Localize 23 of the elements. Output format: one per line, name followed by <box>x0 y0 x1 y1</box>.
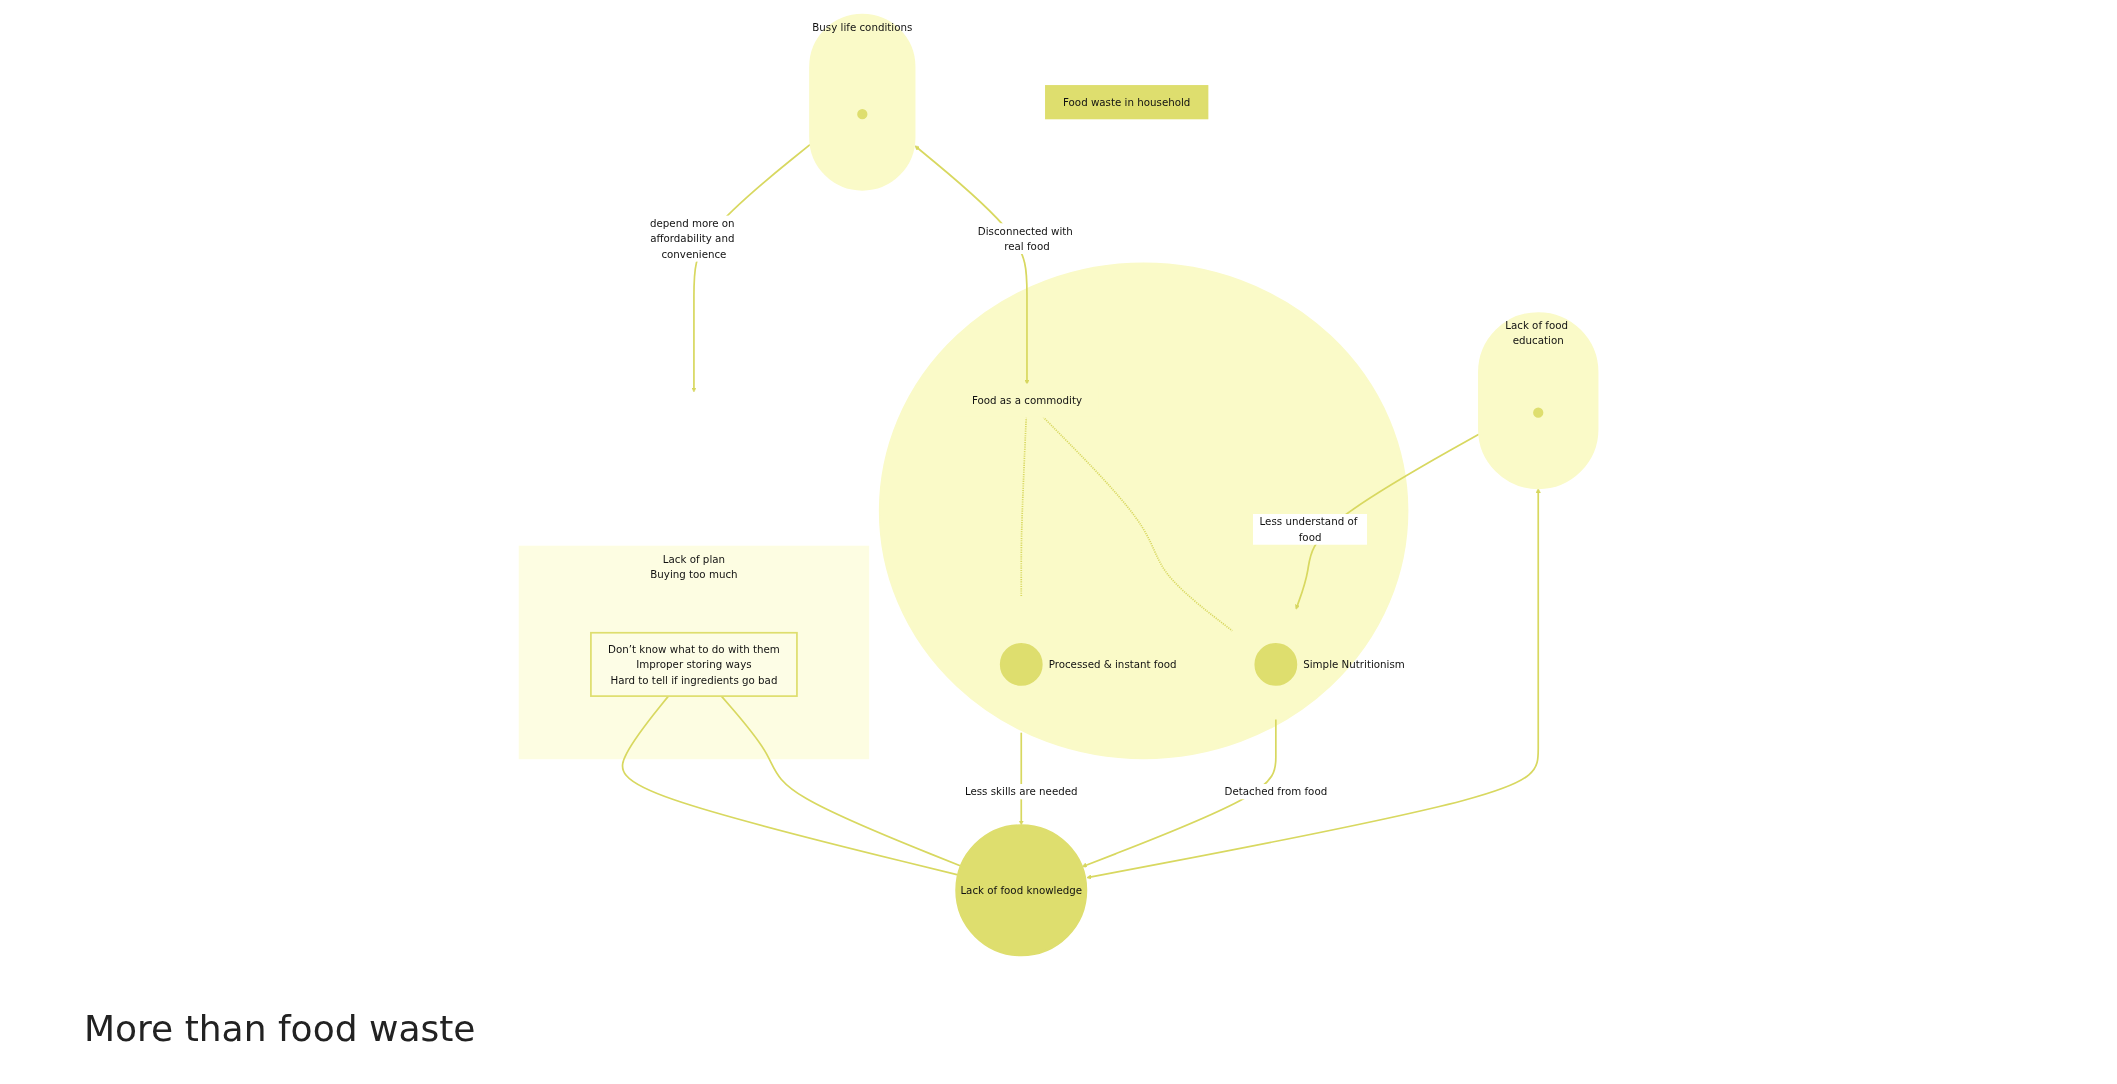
node-circle <box>999 643 1043 686</box>
edge-label: Detached from food <box>1224 785 1328 798</box>
diagram-title: More than food waste <box>84 1008 476 1049</box>
edge-label: depend more on affordability and convenience <box>649 217 735 260</box>
edge-label: Disconnected with real food <box>977 224 1073 253</box>
node-circle <box>1254 643 1298 686</box>
node-circle: Lack of food knowledge <box>955 824 1088 957</box>
edge-label: Less understand of food <box>1259 515 1358 544</box>
connector <box>1042 416 1234 632</box>
connector <box>1020 416 1027 598</box>
node-text: Food as a commodity <box>971 394 1082 407</box>
node-box: Food waste in household <box>1044 85 1209 120</box>
connector <box>621 695 959 876</box>
node-circle <box>1533 407 1544 418</box>
arrow <box>1081 718 1277 868</box>
arrow <box>1086 488 1541 880</box>
edge-label: Less skills are needed <box>964 785 1078 798</box>
cluster <box>878 262 1409 760</box>
node-label: Processed & instant food <box>1048 658 1177 671</box>
node-box: Don’t know what to do with them Improper storing ways Hard to tell if ingredients go bad <box>589 631 798 697</box>
connector <box>720 695 962 867</box>
node-label: Simple Nutritionism <box>1303 658 1405 671</box>
node-circle <box>857 109 868 120</box>
